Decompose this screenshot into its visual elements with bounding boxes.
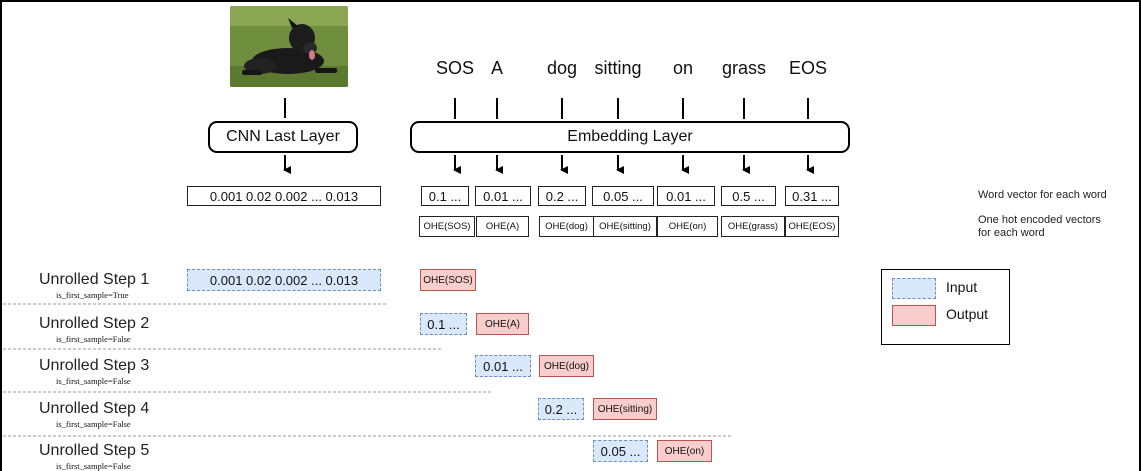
caption-word: SOS	[435, 58, 474, 78]
step-title: Unrolled Step 5	[39, 442, 150, 459]
embedding-arrow-group	[453, 155, 814, 174]
one-hot-box: OHE(on)	[657, 216, 718, 237]
word-vector-text: 0.5 ...	[732, 188, 765, 204]
step-input-text: 0.2 ...	[544, 401, 578, 417]
caption-word: on	[672, 58, 694, 78]
one-hot-box: OHE(grass)	[721, 216, 785, 237]
one-hot-box: OHE(A)	[476, 216, 529, 237]
cnn-last-layer-label: CNN Last Layer	[226, 128, 340, 145]
step-title: Unrolled Step 3	[39, 357, 150, 374]
legend-input-label: Input	[946, 279, 978, 295]
word-vector-text: 0.01 ...	[483, 188, 523, 204]
step-input-text: 0.1 ...	[427, 316, 460, 332]
step-output-box: OHE(dog)	[539, 355, 594, 377]
caption-word: grass	[721, 58, 766, 78]
step-title: Unrolled Step 2	[39, 315, 150, 332]
step-input-box: 0.01 ...	[475, 355, 531, 377]
cnn-last-layer-box: CNN Last Layer	[208, 121, 358, 153]
one-hot-note: One hot encoded vectors for each word	[978, 214, 1101, 239]
caption-word: sitting	[594, 58, 642, 78]
caption-word: EOS	[788, 58, 827, 78]
cnn-feature-vector: 0.001 0.02 0.002 ... 0.013	[187, 186, 381, 206]
caption-word: dog	[546, 58, 578, 78]
word-connector-group	[454, 98, 809, 119]
step-input-box: 0.1 ...	[420, 313, 467, 335]
word-vector-text: 0.2 ...	[545, 188, 579, 204]
word-vector-box: 0.1 ...	[421, 186, 469, 206]
one-hot-box: OHE(EOS)	[785, 216, 839, 237]
step-input-text: 0.05 ...	[600, 443, 641, 459]
one-hot-box: OHE(dog)	[539, 216, 594, 237]
one-hot-text: OHE(A)	[485, 221, 520, 232]
step-input-text: 0.001 0.02 0.002 ... 0.013	[209, 272, 359, 288]
word-vector-box: 0.01 ...	[475, 186, 531, 206]
word-vector-note: Word vector for each word	[978, 189, 1107, 201]
step-output-text: OHE(sitting)	[597, 403, 653, 415]
one-hot-text: OHE(EOS)	[788, 221, 836, 232]
one-hot-text: OHE(dog)	[545, 221, 588, 232]
one-hot-text: OHE(SOS)	[423, 221, 471, 232]
step-output-box: OHE(on)	[657, 440, 712, 462]
word-vector-box: 0.31 ...	[785, 186, 839, 206]
step-flag: is_first_sample=True	[56, 290, 129, 300]
step-output-box: OHE(SOS)	[420, 269, 476, 291]
dog-on-grass-photo	[230, 6, 348, 87]
word-vector-text: 0.01 ...	[666, 188, 706, 204]
step-flag: is_first_sample=False	[56, 461, 131, 471]
word-vector-box: 0.01 ...	[657, 186, 715, 206]
word-vector-text: 0.1 ...	[428, 188, 462, 204]
one-hot-box: OHE(SOS)	[419, 216, 475, 237]
step-output-text: OHE(on)	[664, 445, 705, 457]
step-output-text: OHE(dog)	[543, 360, 589, 372]
embedding-layer-label: Embedding Layer	[567, 128, 693, 145]
legend-input-swatch	[892, 278, 936, 299]
step-output-text: OHE(A)	[485, 318, 520, 330]
step-title: Unrolled Step 4	[39, 400, 150, 417]
one-hot-text: OHE(sitting)	[599, 221, 651, 232]
step-input-box: 0.2 ...	[538, 398, 584, 420]
step-input-box: 0.05 ...	[593, 440, 648, 462]
word-vector-box: 0.2 ...	[538, 186, 586, 206]
word-vector-text: 0.31 ...	[792, 188, 832, 204]
word-vector-box: 0.05 ...	[592, 186, 654, 206]
step-flag: is_first_sample=False	[56, 419, 131, 429]
one-hot-box: OHE(sitting)	[593, 216, 657, 237]
word-vector-box: 0.5 ...	[721, 186, 776, 206]
step-flag: is_first_sample=False	[56, 376, 131, 386]
one-hot-text: OHE(grass)	[727, 221, 779, 232]
caption-word: A	[490, 58, 503, 78]
step-output-text: OHE(SOS)	[423, 274, 473, 286]
step-flag: is_first_sample=False	[56, 334, 131, 344]
legend-output-label: Output	[946, 306, 989, 322]
legend-output-swatch	[892, 305, 936, 326]
one-hot-text: OHE(on)	[668, 221, 707, 232]
legend: Input Output	[881, 269, 1010, 345]
step-separator-group	[3, 303, 733, 437]
step-input-text: 0.01 ...	[483, 358, 523, 374]
step-input-box: 0.001 0.02 0.002 ... 0.013	[187, 269, 381, 291]
cnn-feature-vector-text: 0.001 0.02 0.002 ... 0.013	[209, 188, 359, 204]
step-title: Unrolled Step 1	[39, 271, 150, 288]
word-vector-text: 0.05 ...	[603, 188, 643, 204]
step-output-box: OHE(A)	[476, 313, 529, 335]
step-output-box: OHE(sitting)	[593, 398, 657, 420]
embedding-layer-box: Embedding Layer	[410, 121, 850, 153]
